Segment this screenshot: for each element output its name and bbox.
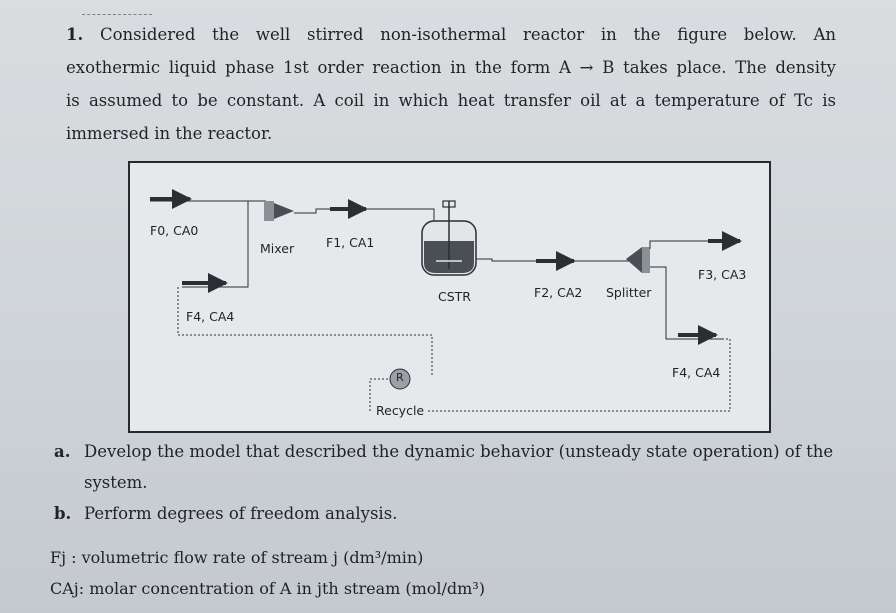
task-b-text: Perform degrees of freedom analysis. xyxy=(84,504,398,523)
label-f0: F0, CA0 xyxy=(150,223,199,238)
label-f3: F3, CA3 xyxy=(698,267,747,282)
task-list: a. Develop the model that described the … xyxy=(54,436,844,529)
question-line-1: 1. Considered the well stirred non-isoth… xyxy=(66,25,837,44)
label-recycle-unit: R xyxy=(396,371,404,384)
label-mixer: Mixer xyxy=(260,241,295,256)
label-recycle: Recycle xyxy=(376,403,425,418)
task-a-mark: a. xyxy=(54,442,71,461)
stream-f1-line xyxy=(294,208,435,233)
label-f1: F1, CA1 xyxy=(326,235,375,250)
stream-f4-line xyxy=(182,201,249,288)
task-b: b. Perform degrees of freedom analysis. xyxy=(54,498,844,529)
recycle-dashed-up xyxy=(177,287,433,375)
stream-f4-out-line xyxy=(650,266,722,340)
label-f4-right: F4, CA4 xyxy=(672,365,721,380)
task-b-mark: b. xyxy=(54,504,72,523)
question-line-4: immersed in the reactor. xyxy=(66,124,273,143)
definitions: Fj : volumetric flow rate of stream j (d… xyxy=(50,542,850,604)
process-flow-diagram: F0, CA0 Mixer F1, CA1 F4, CA4 CSTR F2, C… xyxy=(128,161,771,433)
recycle-dashed-left xyxy=(369,378,396,411)
cstr-tank xyxy=(421,200,477,276)
label-f4-left: F4, CA4 xyxy=(186,309,235,324)
label-f2: F2, CA2 xyxy=(534,285,583,300)
flow-diagram-svg xyxy=(150,189,742,412)
task-a-text: Develop the model that described the dyn… xyxy=(84,442,834,492)
splitter-unit xyxy=(626,247,650,273)
task-a: a. Develop the model that described the … xyxy=(54,436,844,498)
header-dashes xyxy=(82,14,152,15)
question-line-3: is assumed to be constant. A coil in whi… xyxy=(66,91,836,110)
definition-fj: Fj : volumetric flow rate of stream j (d… xyxy=(50,548,424,567)
definition-caj: CAj: molar concentration of A in jth str… xyxy=(50,579,485,598)
question-number: 1. xyxy=(66,25,84,44)
recycle-unit xyxy=(389,368,411,390)
recycle-dashed-right xyxy=(426,338,731,412)
mixer-unit xyxy=(264,201,294,221)
label-cstr: CSTR xyxy=(438,289,471,304)
question-paragraph: 1. Considered the well stirred non-isoth… xyxy=(66,18,836,150)
label-splitter: Splitter xyxy=(606,285,652,300)
question-line-2: exothermic liquid phase 1st order reacti… xyxy=(66,58,836,77)
